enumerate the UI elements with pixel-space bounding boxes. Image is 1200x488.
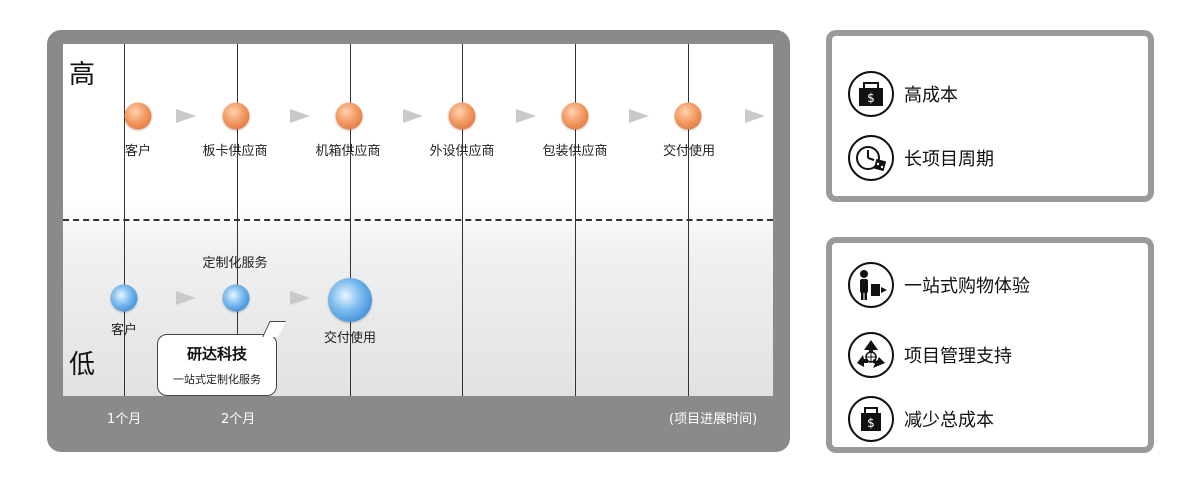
svg-text:$: $ xyxy=(867,91,875,105)
high-cost-label: 高 xyxy=(69,60,96,90)
bottom-node-customer-label: 客户 xyxy=(110,323,138,338)
flow-arrow xyxy=(290,291,310,305)
problem-item-long-cycle: 长项目周期 xyxy=(848,134,994,182)
bottom-node-customer xyxy=(110,284,138,312)
recycle-globe-icon xyxy=(848,332,894,378)
benefit-item-one-stop: 一站式购物体验 xyxy=(848,261,1030,309)
top-node-customer xyxy=(124,102,152,130)
traveler-luggage-icon xyxy=(848,262,894,308)
problem-item-long-cycle-label: 长项目周期 xyxy=(904,149,994,170)
benefit-item-reduce-cost: $ 减少总成本 xyxy=(848,395,994,443)
problem-item-high-cost-label: 高成本 xyxy=(904,85,958,106)
problems-panel-body: $ 高成本 长项目周期 xyxy=(832,36,1148,196)
flow-arrow xyxy=(176,291,196,305)
flow-arrow xyxy=(629,109,649,123)
time-label-month2: 2个月 xyxy=(221,412,256,427)
top-node-board-supplier xyxy=(222,102,250,130)
problems-panel: $ 高成本 长项目周期 xyxy=(826,30,1154,202)
money-bag-icon: $ xyxy=(848,71,894,117)
top-node-peripheral-supplier xyxy=(448,102,476,130)
company-callout: 研达科技 一站式定制化服务 xyxy=(157,321,286,396)
top-node-board-supplier-label: 板卡供应商 xyxy=(202,144,268,159)
top-node-delivery xyxy=(674,102,702,130)
bottom-node-delivery-label: 交付使用 xyxy=(323,331,377,346)
top-node-packaging-supplier xyxy=(561,102,589,130)
top-node-peripheral-supplier-label: 外设供应商 xyxy=(429,144,495,159)
money-bag-icon: $ xyxy=(848,396,894,442)
callout-title: 研达科技 xyxy=(186,345,247,363)
top-node-customer-label: 客户 xyxy=(124,144,152,159)
callout-pointer xyxy=(262,321,286,337)
benefits-panel: 一站式购物体验 项目管理支持 $ xyxy=(826,237,1154,453)
clock-dice-icon xyxy=(848,135,894,181)
time-axis-caption: (项目进展时间) xyxy=(669,412,758,427)
time-label-month1: 1个月 xyxy=(107,412,142,427)
bottom-node-custom-service xyxy=(222,284,250,312)
bottom-node-custom-service-label: 定制化服务 xyxy=(202,256,268,271)
low-cost-label: 低 xyxy=(69,350,96,380)
top-node-packaging-supplier-label: 包装供应商 xyxy=(542,144,608,159)
problem-item-high-cost: $ 高成本 xyxy=(848,70,958,118)
flow-arrow xyxy=(745,109,765,123)
top-node-chassis-supplier xyxy=(335,102,363,130)
supply-chain-diagram: 高 低 客户 板卡供应商 机箱供应商 外设供应商 包装供应商 交付使用 客户 定… xyxy=(47,30,790,452)
svg-text:$: $ xyxy=(867,416,875,430)
top-node-chassis-supplier-label: 机箱供应商 xyxy=(315,144,381,159)
diagram-stage: 高 低 客户 板卡供应商 机箱供应商 外设供应商 包装供应商 交付使用 客户 定… xyxy=(63,44,773,396)
benefits-panel-body: 一站式购物体验 项目管理支持 $ xyxy=(832,243,1148,447)
benefit-item-one-stop-label: 一站式购物体验 xyxy=(904,276,1030,297)
flow-arrow xyxy=(403,109,423,123)
top-node-delivery-label: 交付使用 xyxy=(662,144,716,159)
callout-subtitle: 一站式定制化服务 xyxy=(173,373,261,386)
flow-arrow xyxy=(176,109,196,123)
high-low-separator xyxy=(63,219,773,221)
benefit-item-project-mgmt-label: 项目管理支持 xyxy=(904,346,1012,367)
flow-arrow xyxy=(290,109,310,123)
bottom-node-delivery xyxy=(328,278,372,322)
flow-arrow xyxy=(516,109,536,123)
benefit-item-project-mgmt: 项目管理支持 xyxy=(848,331,1012,379)
benefit-item-reduce-cost-label: 减少总成本 xyxy=(904,410,994,431)
